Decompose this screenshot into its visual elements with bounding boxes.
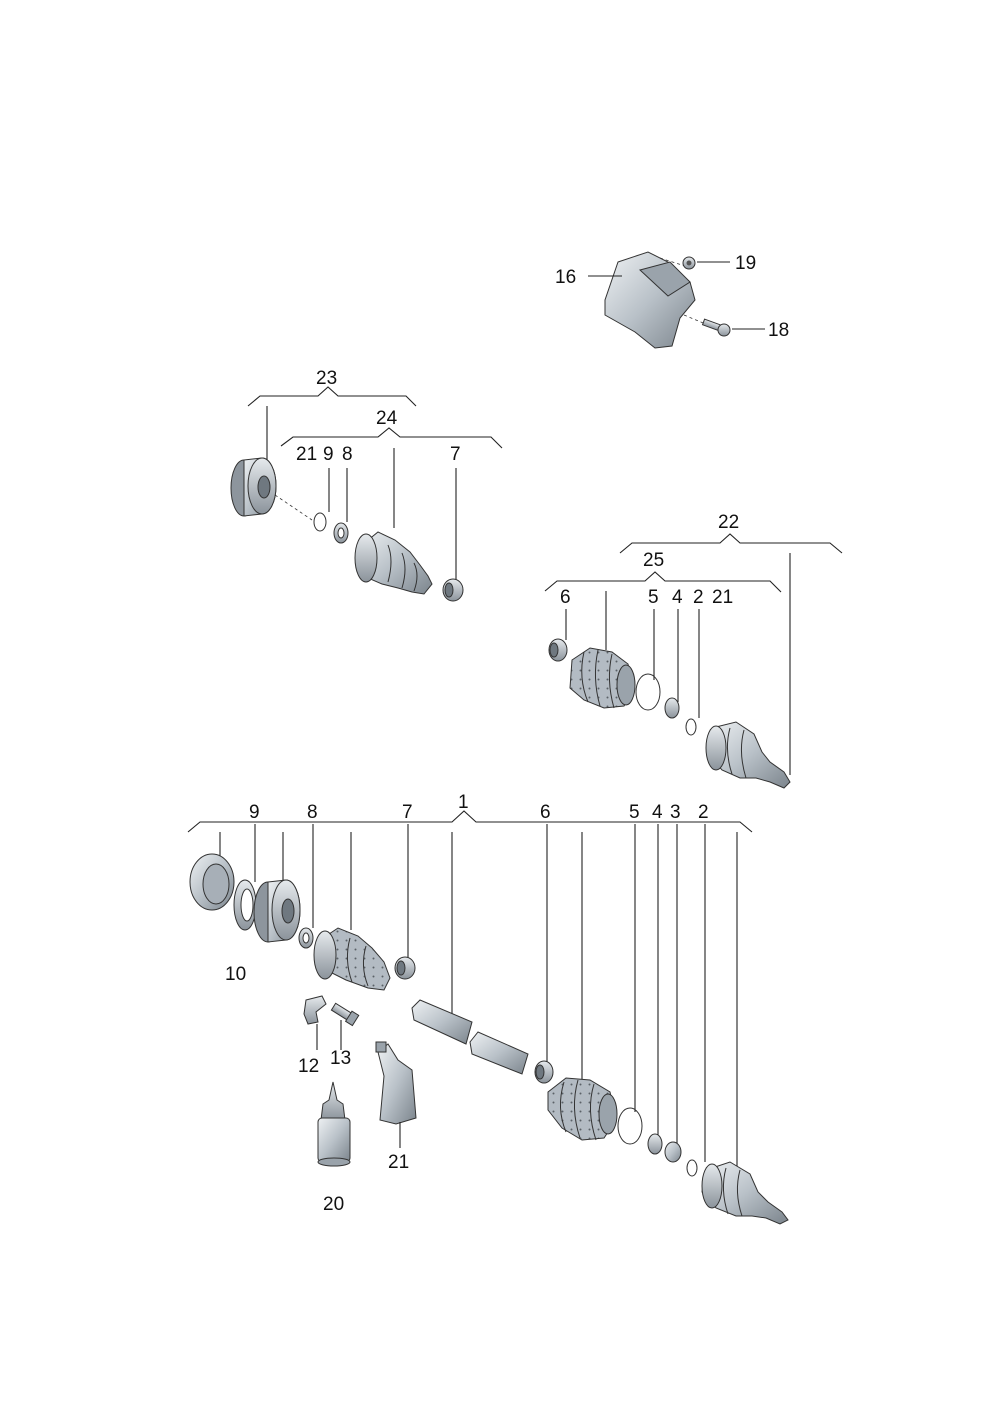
label-3-main: 3 — [670, 802, 681, 823]
label-21-right: 21 — [712, 587, 733, 608]
label-22: 22 — [718, 512, 739, 533]
label-6-main: 6 — [540, 802, 551, 823]
label-20: 20 — [323, 1194, 344, 1215]
label-4-right: 4 — [672, 587, 683, 608]
brackets-22-25 — [544, 533, 843, 593]
label-24: 24 — [376, 408, 398, 429]
label-10: 10 — [225, 964, 246, 985]
label-16: 16 — [555, 267, 576, 288]
label-4-main: 4 — [652, 802, 663, 823]
bolt-18 — [701, 318, 731, 337]
label-7-main: 7 — [402, 802, 413, 823]
label-9-main: 9 — [249, 802, 260, 823]
heat-shield-group — [588, 251, 765, 349]
label-8-main: 8 — [307, 802, 318, 823]
heat-shield — [604, 251, 696, 349]
bracket-1 — [187, 810, 753, 833]
brackets-23-24 — [247, 386, 503, 449]
label-18: 18 — [768, 320, 789, 341]
label-1: 1 — [458, 792, 469, 813]
label-5-main: 5 — [629, 802, 640, 823]
label-2-right: 2 — [693, 587, 704, 608]
label-12: 12 — [298, 1056, 319, 1077]
label-21-main: 21 — [388, 1152, 409, 1173]
label-7-upper: 7 — [450, 444, 461, 465]
label-6-right: 6 — [560, 587, 571, 608]
label-21-upper: 21 — [296, 444, 317, 465]
nut-19 — [682, 256, 696, 270]
label-23: 23 — [316, 368, 337, 389]
label-8-upper: 8 — [342, 444, 353, 465]
label-2-main: 2 — [698, 802, 709, 823]
main-shaft-assembly — [189, 824, 789, 1225]
upper-flange-assembly — [230, 406, 464, 602]
label-9-upper: 9 — [323, 444, 334, 465]
right-joint-assembly — [548, 553, 791, 789]
label-13: 13 — [330, 1048, 351, 1069]
label-25: 25 — [643, 550, 664, 571]
label-19: 19 — [735, 253, 756, 274]
label-5-right: 5 — [648, 587, 659, 608]
